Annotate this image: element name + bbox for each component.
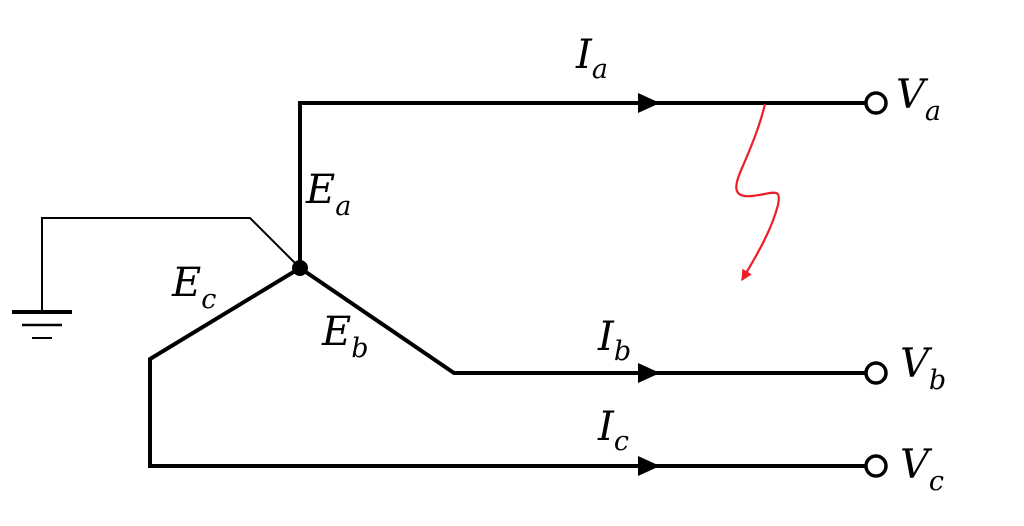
label-current-b: Ib (597, 314, 631, 367)
terminal-c (864, 454, 888, 478)
phase-b-wire (297, 265, 868, 375)
phase-c-wire (148, 265, 868, 468)
label-voltage-b: Vb (900, 341, 946, 396)
label-emf-b: Eb (321, 309, 369, 364)
label-emf-a: Ea (305, 167, 351, 222)
ground-icon (12, 310, 72, 339)
phase-a-wire (298, 101, 868, 270)
current-c-arrow-icon (638, 456, 660, 476)
ground-wire (41, 217, 301, 312)
label-voltage-a: Va (896, 72, 941, 127)
terminal-a (864, 91, 888, 115)
label-emf-c: Ec (171, 260, 216, 315)
lightning-fault-icon (735, 103, 780, 281)
label-current-a: Ia (575, 32, 608, 85)
current-b-arrow-icon (638, 363, 660, 383)
terminal-b (864, 361, 888, 385)
label-voltage-c: Vc (900, 442, 944, 497)
neutral-node (292, 260, 308, 276)
current-a-arrow-icon (638, 93, 660, 113)
label-current-c: Ic (597, 404, 629, 457)
